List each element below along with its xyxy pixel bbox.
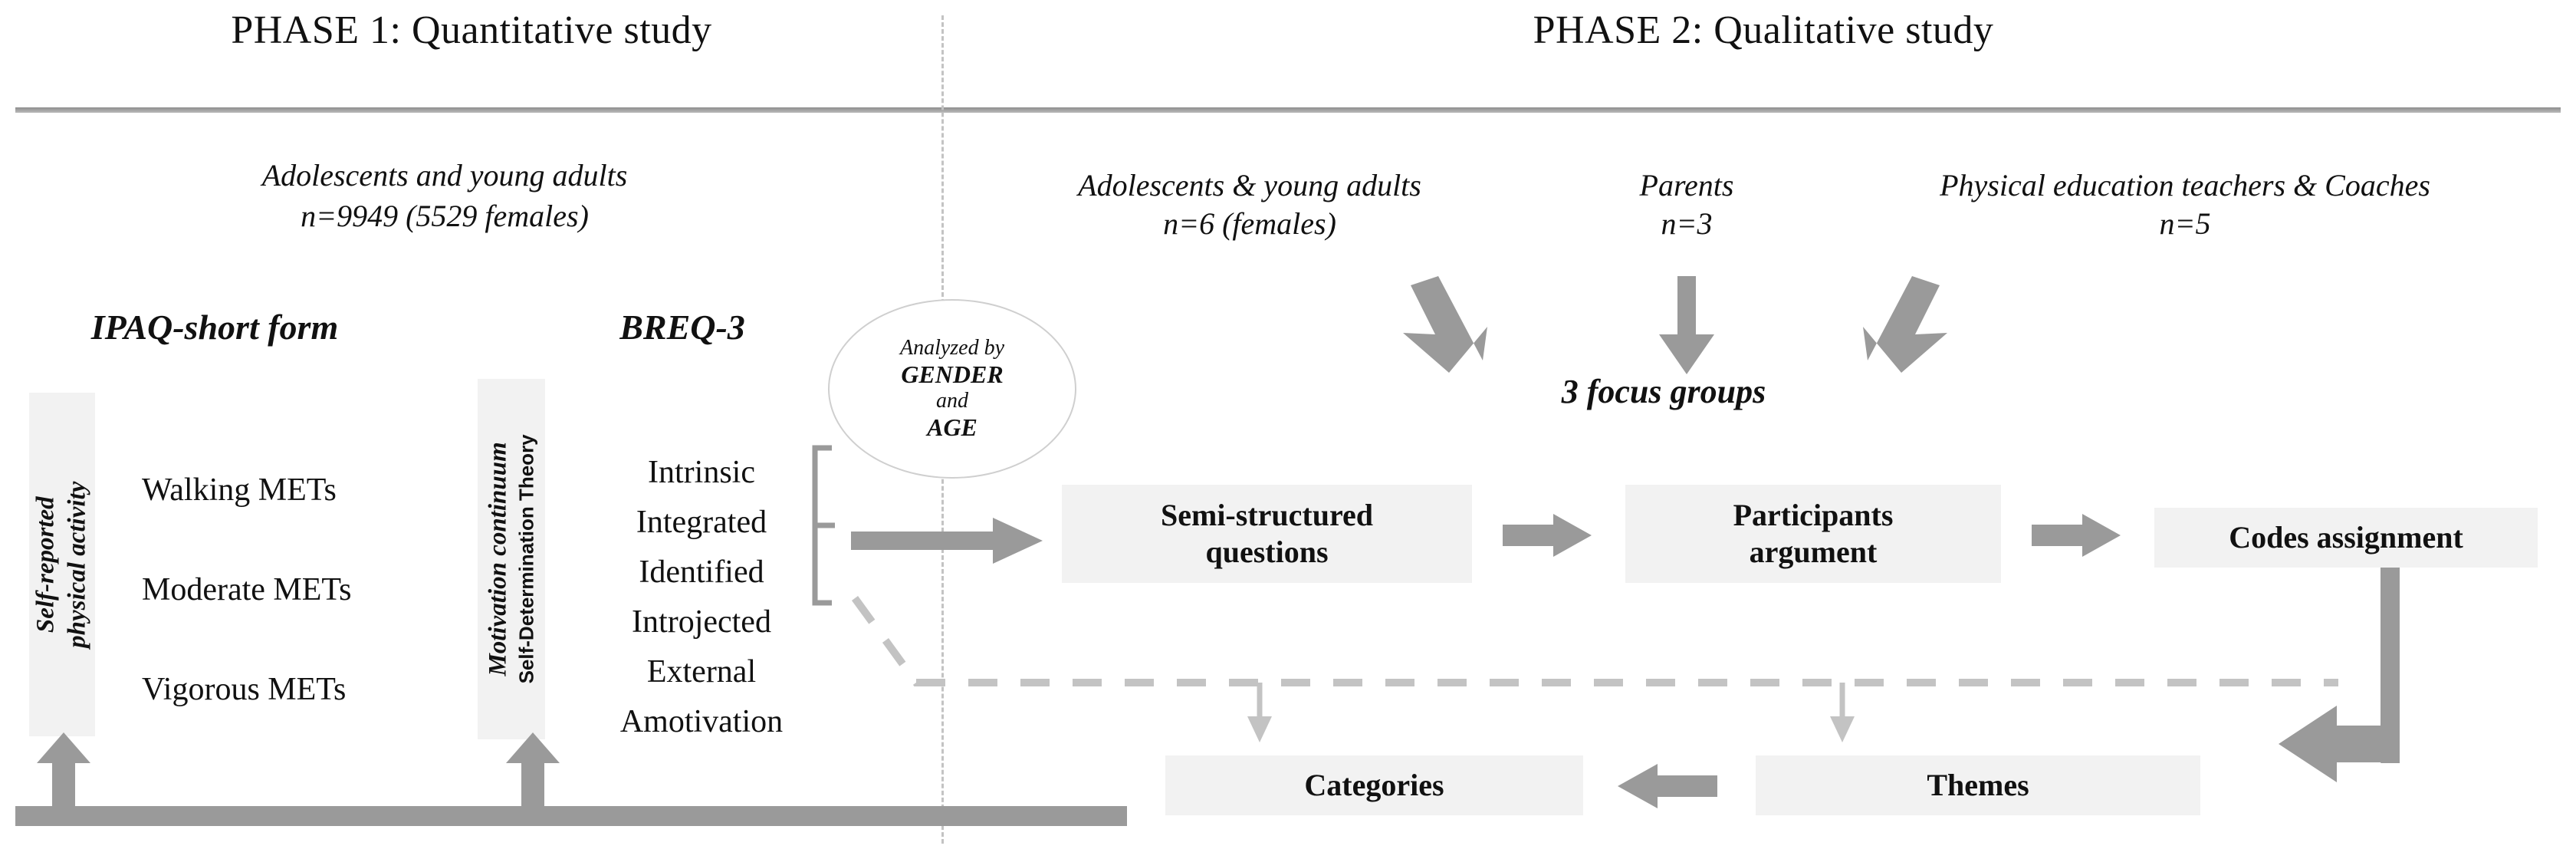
arrow-codes-to-themes-icon xyxy=(2279,568,2400,782)
box-codes-assignment: Codes assignment xyxy=(2154,508,2538,568)
dashed-arrow-to-categories-icon xyxy=(1247,683,1272,742)
mets-item-walking: Walking METs xyxy=(142,472,337,508)
ellipse-line3: and xyxy=(936,389,968,413)
categories-label: Categories xyxy=(1304,768,1444,802)
arrow-questions-to-participants-icon xyxy=(1503,514,1592,557)
mets-item-moderate: Moderate METs xyxy=(142,572,352,607)
instrument-breq-label: BREQ-3 xyxy=(619,308,745,347)
ellipse-line1: Analyzed by xyxy=(899,336,1005,360)
participants-line2: argument xyxy=(1749,535,1878,569)
box-semi-structured-questions: Semi-structured questions xyxy=(1062,485,1472,583)
feedback-arrow-to-phase1-icon xyxy=(15,732,1127,826)
codes-assignment-label: Codes assignment xyxy=(2229,520,2463,555)
arrow-group2-to-focus-icon xyxy=(1863,276,1947,373)
ellipse-line4: AGE xyxy=(927,413,978,441)
group-2-name: Physical education teachers & Coaches xyxy=(1940,168,2430,202)
header-divider-rule xyxy=(15,107,2561,113)
motivation-item-intrinsic: Intrinsic xyxy=(648,455,755,490)
ellipse-line2: GENDER xyxy=(901,360,1004,388)
dashed-feedback-path xyxy=(851,596,2338,686)
group-1-n: n=3 xyxy=(1661,206,1713,241)
motivation-item-amotivation: Amotivation xyxy=(619,704,784,739)
phase1-sample-line2: n=9949 (5529 females) xyxy=(301,199,589,233)
group-0-n: n=6 (females) xyxy=(1163,206,1336,241)
participants-line1: Participants xyxy=(1733,498,1894,532)
instrument-ipaq-label: IPAQ-short form xyxy=(90,308,339,347)
motivation-item-integrated: Integrated xyxy=(636,505,767,540)
box-themes: Themes xyxy=(1756,755,2200,815)
focus-groups-label: 3 focus groups xyxy=(1561,373,1766,410)
arrow-participants-to-codes-icon xyxy=(2032,514,2121,557)
group-1-name: Parents xyxy=(1639,168,1734,202)
motivation-item-identified: Identified xyxy=(639,555,764,590)
motivation-item-external: External xyxy=(646,654,757,690)
semi-structured-line2: questions xyxy=(1205,535,1329,569)
arrow-group1-to-focus-icon xyxy=(1659,276,1714,374)
group-0-name: Adolescents & young adults xyxy=(1078,168,1421,202)
analyzed-by-ellipse: Analyzed by GENDER and AGE xyxy=(828,299,1076,479)
themes-label: Themes xyxy=(1927,768,2029,802)
box-categories: Categories xyxy=(1165,755,1583,815)
self-reported-line2: physical activity xyxy=(64,481,92,648)
self-reported-line1: Self-reported xyxy=(31,496,60,633)
arrow-to-semistructured-icon xyxy=(851,518,1043,564)
motivation-line2: Self-Determination Theory xyxy=(515,434,539,684)
motivation-line1: Motivation continuum xyxy=(485,442,513,676)
mets-item-vigorous: Vigorous METs xyxy=(142,672,347,707)
motivation-item-introjected: Introjected xyxy=(632,604,771,640)
self-reported-activity-vertical-box: Self-reported physical activity xyxy=(29,393,95,736)
semi-structured-line1: Semi-structured xyxy=(1161,498,1373,532)
phase1-sample-line1: Adolescents and young adults xyxy=(261,158,628,193)
phase2-title: PHASE 2: Qualitative study xyxy=(1533,8,1994,52)
phase1-title: PHASE 1: Quantitative study xyxy=(231,8,712,52)
dashed-arrow-to-themes-icon xyxy=(1830,683,1855,742)
motivation-continuum-vertical-box: Motivation continuum Self-Determination … xyxy=(478,379,545,739)
arrow-themes-to-categories-icon xyxy=(1618,764,1717,808)
motivation-bracket-icon xyxy=(812,445,835,606)
group-2-n: n=5 xyxy=(2159,206,2211,241)
arrow-group0-to-focus-icon xyxy=(1403,276,1487,373)
box-participants-argument: Participants argument xyxy=(1625,485,2001,583)
